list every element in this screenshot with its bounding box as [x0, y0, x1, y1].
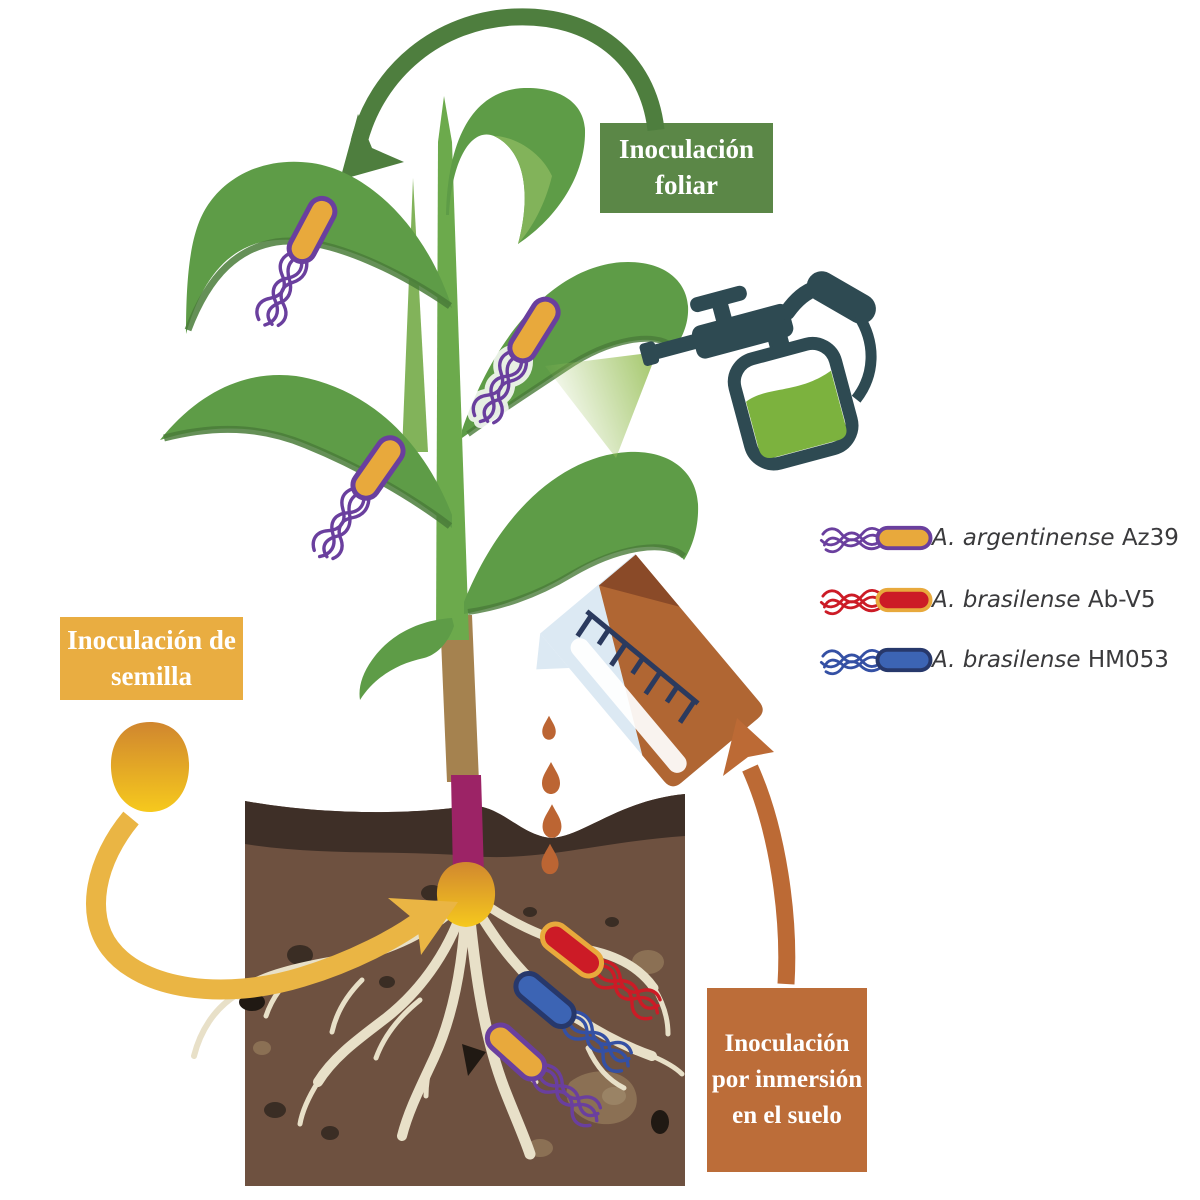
beaker-highlight [570, 638, 687, 773]
legend-icon-az39 [819, 525, 933, 554]
stalk-underground [451, 775, 484, 875]
corn-plant [160, 87, 699, 782]
seed-label-bg [60, 617, 243, 700]
leaf-top-right [446, 87, 586, 245]
label-seed-inoculation: Inoculación de semilla [60, 617, 243, 700]
legend-species: A. brasilense [932, 647, 1081, 673]
top-spike-leaf [402, 178, 428, 452]
label-foliar-inoculation: Inoculación foliar [600, 123, 773, 213]
stalk-lower [440, 615, 479, 782]
beaker-spout [536, 633, 570, 670]
beaker-scale [575, 609, 700, 724]
leaf-lower-right-edge [467, 544, 686, 615]
spray-bottle-icon [639, 271, 877, 471]
label-foliar-text: Inoculación foliar [618, 134, 755, 200]
seed-icon [110, 722, 190, 812]
leaf-top-right-highlight [494, 136, 552, 244]
soil-block [191, 775, 685, 1186]
leaves [160, 87, 699, 700]
soil-stone-light [602, 1087, 626, 1105]
beaker-liquid-rim [599, 554, 680, 607]
tank-liquid [746, 370, 847, 459]
legend-item-az39: A. argentinense Az39 [932, 523, 1179, 553]
leaf-mid-right [462, 262, 689, 438]
leaf-lower-right [464, 451, 699, 614]
foliar-arrow [340, 8, 665, 180]
soil-immersion-arrow [723, 718, 796, 985]
foliar-label-bg [600, 123, 773, 213]
soil-label-bg [707, 988, 867, 1172]
legend-icon-hm053 [819, 647, 933, 676]
legend-icon-abv5 [819, 587, 933, 616]
legend-species: A. brasilense [932, 587, 1081, 613]
leaf-upper-left [186, 161, 452, 334]
leaf-mid-left-edge [163, 425, 453, 529]
leaf-small-lower-left [359, 618, 454, 700]
label-seed-text: Inoculación de semilla [67, 624, 236, 691]
legend-item-abv5: A. brasilense Ab-V5 [932, 585, 1156, 615]
beaker-icon [536, 553, 763, 787]
legend-item-hm053: A. brasilense HM053 [932, 645, 1169, 675]
legend-species: A. argentinense [932, 525, 1115, 551]
label-soil-text: Inoculación por inmersión en el suelo [711, 1029, 863, 1130]
spray-mist [545, 352, 657, 458]
leaf-mid-left [160, 374, 452, 528]
label-soil-immersion-inoculation: Inoculación por inmersión en el suelo [707, 988, 867, 1172]
leaf-upper-left-edge [184, 237, 453, 332]
seed-arrow [86, 811, 458, 1000]
legend-strain: HM053 [1087, 647, 1169, 673]
legend-strain: Az39 [1121, 525, 1179, 551]
legend-strain: Ab-V5 [1087, 587, 1156, 613]
